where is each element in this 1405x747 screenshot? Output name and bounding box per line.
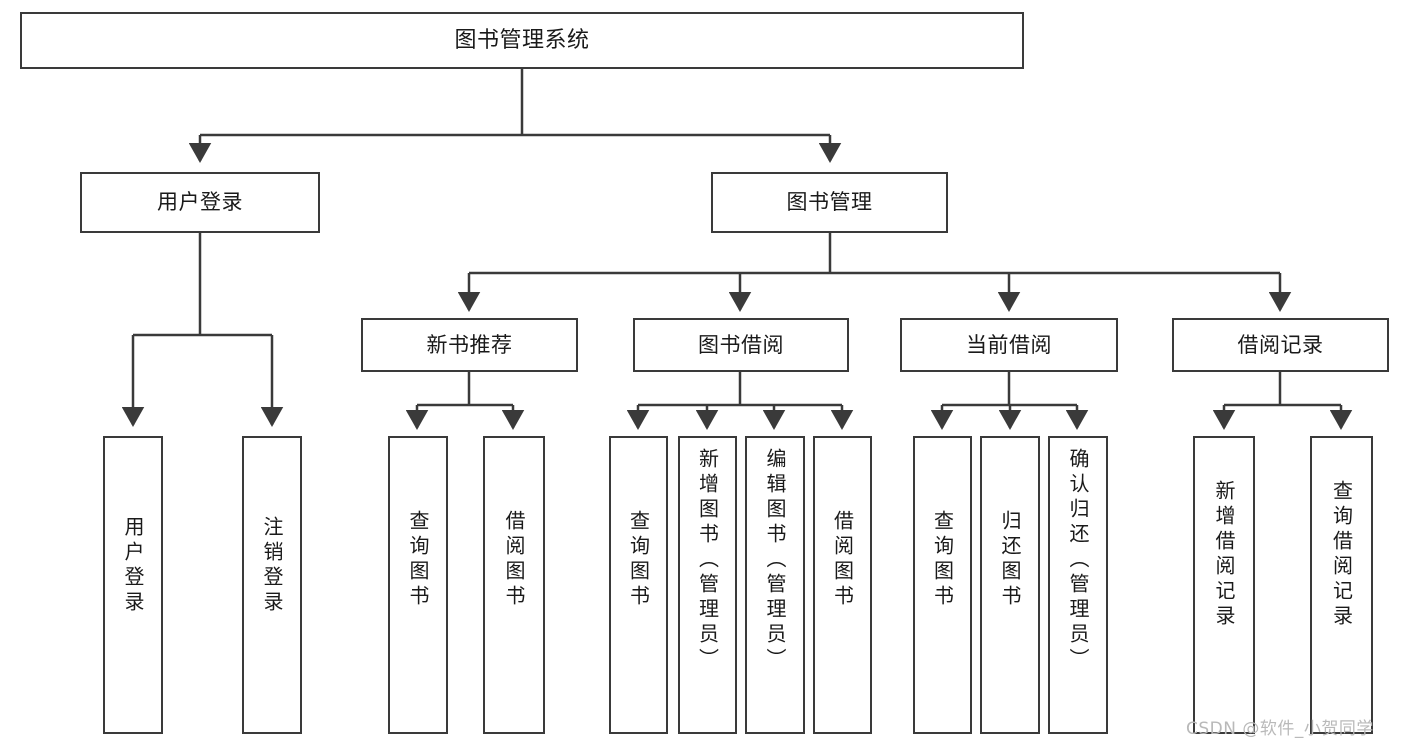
node-leaf-edit-book[interactable]: 编辑图书（管理员） bbox=[745, 436, 805, 734]
node-leaf-query-book-1[interactable]: 查询图书 bbox=[388, 436, 448, 734]
node-leaf-query-record-label: 查询借阅记录 bbox=[1329, 480, 1354, 630]
node-borrow-record[interactable]: 借阅记录 bbox=[1172, 318, 1389, 372]
node-book-manage[interactable]: 图书管理 bbox=[711, 172, 948, 233]
node-leaf-return-book-label: 归还图书 bbox=[998, 510, 1022, 610]
node-leaf-add-record-label: 新增借阅记录 bbox=[1212, 480, 1236, 630]
node-book-borrow[interactable]: 图书借阅 bbox=[633, 318, 849, 372]
node-borrow-record-label: 借阅记录 bbox=[1237, 332, 1324, 357]
watermark: CSDN @软件_小贺同学 bbox=[1186, 719, 1374, 739]
node-root[interactable]: 图书管理系统 bbox=[20, 12, 1024, 69]
node-new-book-recommend[interactable]: 新书推荐 bbox=[361, 318, 578, 372]
node-leaf-query-book-1-label: 查询图书 bbox=[406, 510, 430, 610]
node-user-login[interactable]: 用户登录 bbox=[80, 172, 320, 233]
node-user-login-label: 用户登录 bbox=[157, 190, 243, 215]
node-leaf-query-book-3-label: 查询图书 bbox=[930, 510, 955, 610]
node-leaf-query-book-2[interactable]: 查询图书 bbox=[609, 436, 668, 734]
node-leaf-edit-book-label: 编辑图书（管理员） bbox=[763, 448, 787, 673]
node-root-label: 图书管理系统 bbox=[454, 27, 590, 53]
node-leaf-confirm-return-label: 确认归还（管理员） bbox=[1066, 448, 1090, 673]
node-book-manage-label: 图书管理 bbox=[786, 190, 873, 215]
node-leaf-return-book[interactable]: 归还图书 bbox=[980, 436, 1040, 734]
node-leaf-add-book-label: 新增图书（管理员） bbox=[695, 448, 720, 673]
node-current-borrow[interactable]: 当前借阅 bbox=[900, 318, 1118, 372]
node-leaf-user-logout-label: 注销登录 bbox=[260, 516, 284, 616]
node-leaf-borrow-book-2-label: 借阅图书 bbox=[830, 510, 855, 610]
node-new-book-recommend-label: 新书推荐 bbox=[426, 332, 513, 357]
node-book-borrow-label: 图书借阅 bbox=[698, 332, 784, 357]
node-leaf-add-book[interactable]: 新增图书（管理员） bbox=[678, 436, 737, 734]
node-leaf-add-record[interactable]: 新增借阅记录 bbox=[1193, 436, 1255, 734]
node-leaf-query-book-3[interactable]: 查询图书 bbox=[913, 436, 972, 734]
node-leaf-user-login-label: 用户登录 bbox=[121, 516, 145, 616]
node-leaf-query-record[interactable]: 查询借阅记录 bbox=[1310, 436, 1373, 734]
node-current-borrow-label: 当前借阅 bbox=[966, 332, 1052, 357]
node-leaf-query-book-2-label: 查询图书 bbox=[626, 510, 651, 610]
node-leaf-borrow-book-1[interactable]: 借阅图书 bbox=[483, 436, 545, 734]
node-leaf-confirm-return[interactable]: 确认归还（管理员） bbox=[1048, 436, 1108, 734]
node-leaf-user-logout[interactable]: 注销登录 bbox=[242, 436, 302, 734]
node-leaf-user-login[interactable]: 用户登录 bbox=[103, 436, 163, 734]
node-leaf-borrow-book-2[interactable]: 借阅图书 bbox=[813, 436, 872, 734]
node-leaf-borrow-book-1-label: 借阅图书 bbox=[502, 510, 526, 610]
